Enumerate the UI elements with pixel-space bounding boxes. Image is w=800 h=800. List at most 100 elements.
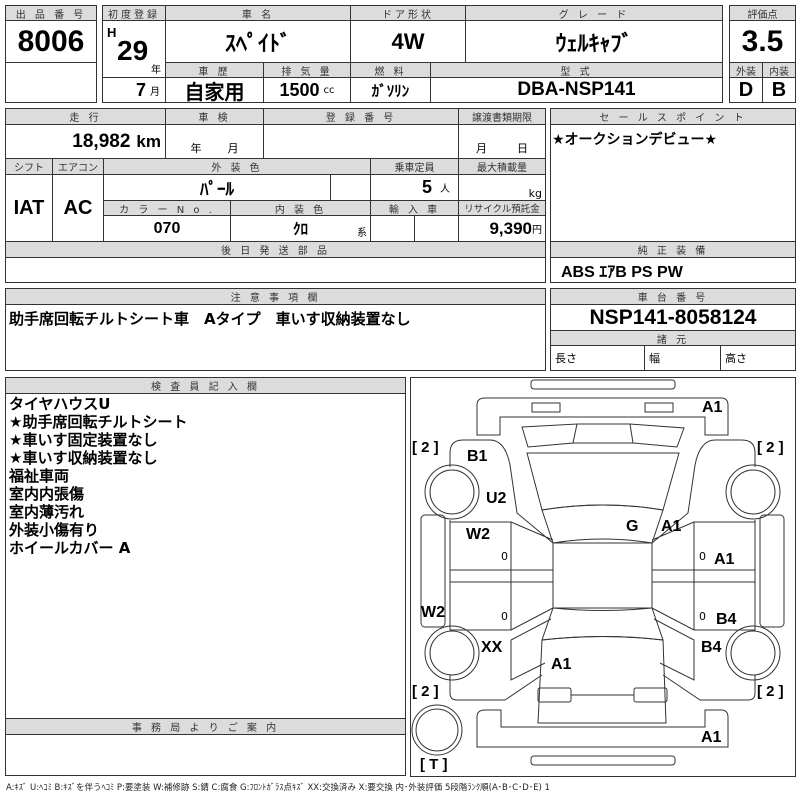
inspector-line: 室内薄汚れ <box>9 503 85 521</box>
damage-mark: U2 <box>486 490 507 507</box>
shift: IAT <box>5 174 53 242</box>
right-side-step <box>759 514 785 628</box>
tire-rear-right <box>725 625 781 681</box>
capacity-unit: 人 <box>440 184 450 195</box>
spec-height: 高さ <box>720 345 796 371</box>
recycle-unit: 円 <box>532 225 542 236</box>
capacity-value: 5 <box>421 177 432 197</box>
zero-mark: 0 <box>501 550 508 563</box>
inspector-line: 福祉車両 <box>9 467 70 485</box>
month-unit: 月 <box>150 86 160 98</box>
office-label: 事 務 局 よ り ご 案 内 <box>5 718 406 735</box>
capacity-label: 乗車定員 <box>370 158 459 175</box>
damage-mark: A1 <box>551 656 572 673</box>
later-parts <box>5 257 546 283</box>
color: ﾊﾟｰﾙ <box>103 174 331 201</box>
exterior-label: 外装 <box>729 62 763 78</box>
inspection-date: 年月 <box>165 124 264 159</box>
interior-color: ｸﾛ 系 <box>230 215 371 242</box>
tire-tread-rear-right: [ 2 ] <box>757 683 784 700</box>
damage-mark: B4 <box>716 611 737 628</box>
displacement-label: 排 気 量 <box>263 62 351 78</box>
tire-tread-front-right: [ 2 ] <box>757 439 784 456</box>
legend: A:ｷｽﾞ U:ﾍｺﾐ B:ｷｽﾞを伴うﾍｺﾐ P:要塗装 W:補修跡 S:錆 … <box>6 783 550 793</box>
load: kg <box>458 174 546 201</box>
zero-mark: 0 <box>699 610 706 623</box>
windshield <box>541 504 664 544</box>
right-front-fender <box>651 439 756 544</box>
damage-mark: XX <box>481 639 503 656</box>
mileage-label: 走 行 <box>5 108 166 125</box>
lot-empty <box>5 62 97 103</box>
inspector-line: ★車いす固定装置なし <box>9 431 158 449</box>
damage-mark: A1 <box>661 518 682 535</box>
inspector-line: 室内内張傷 <box>9 485 85 503</box>
interior-color-unit: 系 <box>357 228 367 239</box>
sales-point-label: セ ー ル ス ポ イ ン ト <box>550 108 796 125</box>
left-side-step <box>420 514 446 628</box>
spec-label: 諸 元 <box>550 330 796 346</box>
reg-no-label: 登 録 番 号 <box>263 108 459 125</box>
taillight-right <box>633 687 668 703</box>
ac: AC <box>52 174 104 242</box>
door-type: 4W <box>350 20 466 63</box>
year: 29 <box>117 35 149 66</box>
inspector-line: 外装小傷有り <box>9 521 100 539</box>
year-unit: 年 <box>151 65 161 76</box>
grade: ｳｪﾙｷｬﾌﾞ <box>465 20 723 63</box>
damage-mark: W2 <box>466 526 490 543</box>
damage-mark: A1 <box>714 551 735 568</box>
headlight-right <box>644 402 674 413</box>
load-unit: kg <box>528 187 542 200</box>
notes-label: 注 意 事 項 欄 <box>5 288 546 305</box>
era: H <box>107 25 117 40</box>
mileage-unit: km <box>136 131 161 151</box>
history: 自家用 <box>165 77 264 103</box>
tire-rear-left <box>424 625 480 681</box>
displacement-unit: cc <box>323 84 335 96</box>
score-label: 評価点 <box>729 5 796 21</box>
door-label: ドア形状 <box>350 5 466 21</box>
headlight-left <box>531 402 561 413</box>
inspector-line: ホイールカバー A <box>9 539 131 557</box>
grade-label: グ レ ー ド <box>465 5 723 21</box>
load-label: 最大積載量 <box>458 158 546 175</box>
lot-label: 出 品 番 号 <box>5 5 97 21</box>
tire-front-right <box>725 464 781 520</box>
reg-no <box>263 124 459 159</box>
inspection-month: 月 <box>227 142 239 155</box>
displacement-value: 1500 <box>279 79 320 100</box>
equipment-label: 純 正 装 備 <box>550 241 796 258</box>
later-parts-label: 後 日 発 送 部 品 <box>5 241 546 258</box>
notes: 助手席回転チルトシート車 Aタイプ 車いす収納装置なし <box>5 304 546 371</box>
spare-tire <box>411 704 463 756</box>
import-cell-1 <box>370 215 415 242</box>
first-reg-label: 初度登録 <box>102 5 166 21</box>
sales-point: ★オークションデビュー★ <box>550 124 796 242</box>
mileage-value: 18,982 <box>72 130 131 152</box>
taillight-left <box>537 687 572 703</box>
model-label: 型 式 <box>430 62 723 78</box>
color-no: 070 <box>103 215 231 242</box>
transfer-day: 日 <box>517 142 528 155</box>
rear-panel <box>476 709 729 748</box>
color-no-label: カ ラ ー N o . <box>103 200 231 216</box>
right-doors <box>651 522 756 631</box>
inspector-label: 検 査 員 記 入 欄 <box>5 377 406 394</box>
tire-tread-rear-left: [ 2 ] <box>412 683 439 700</box>
damage-mark: W2 <box>421 604 445 621</box>
chassis-label: 車 台 番 号 <box>550 288 796 305</box>
chassis-number: NSP141-8058124 <box>550 304 796 331</box>
recycle-label: リサイクル預託金 <box>458 200 546 216</box>
import-cell-2 <box>414 215 459 242</box>
left-rear-fender <box>449 618 552 701</box>
damage-mark: A1 <box>701 729 722 746</box>
inspector-line: タイヤハウスU <box>9 395 111 413</box>
recycle-value: 9,390 <box>489 218 532 238</box>
interior-color-value: ｸﾛ <box>292 221 308 238</box>
damage-mark: A1 <box>702 399 723 416</box>
exterior-grade: D <box>729 77 763 103</box>
